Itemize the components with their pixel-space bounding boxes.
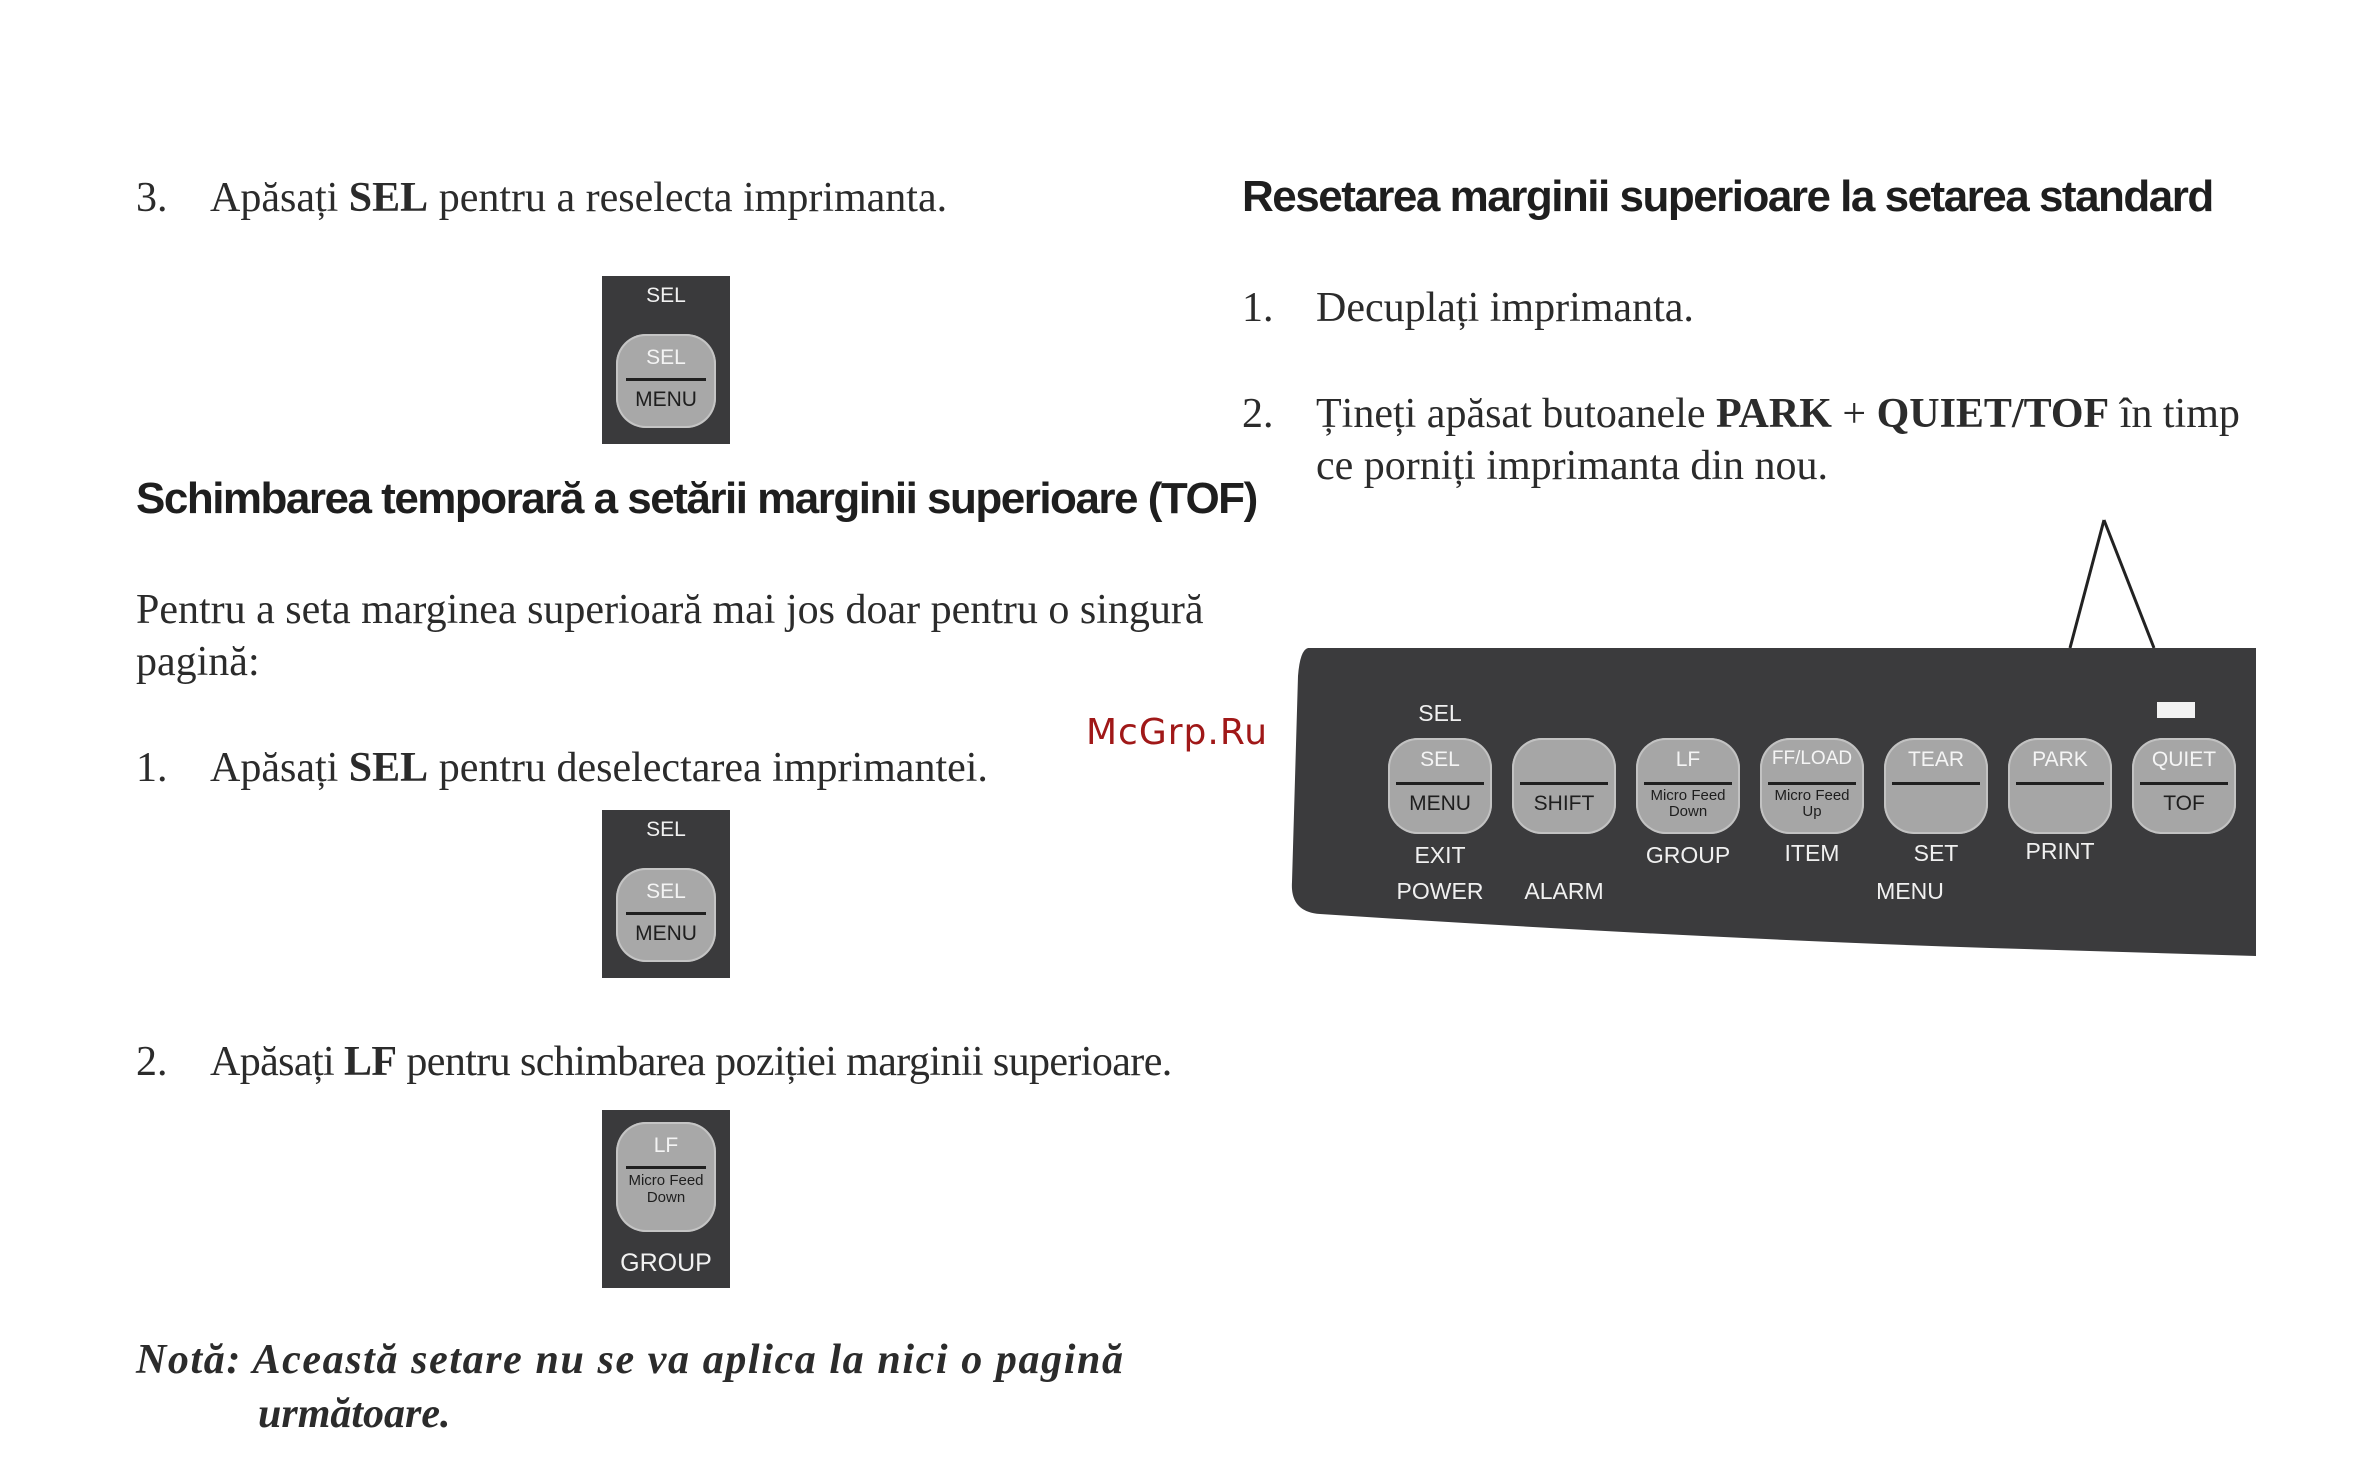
lf-key: LF Micro Feed Down bbox=[616, 1122, 716, 1232]
sel-key: SEL MENU bbox=[616, 868, 716, 962]
label-power: POWER bbox=[1396, 878, 1484, 904]
label-set: SET bbox=[1913, 840, 1959, 866]
note: Notă: Această setare nu se va aplica la … bbox=[136, 1337, 1125, 1437]
heading-tof: Schimbarea temporară a setării marginii … bbox=[136, 474, 1258, 523]
heading-reset: Resetarea marginii superioare la setarea… bbox=[1242, 172, 2214, 221]
label-alarm: ALARM bbox=[1524, 878, 1604, 904]
lf-key-image: LF Micro Feed Down GROUP bbox=[602, 1110, 730, 1288]
quiet-indicator-led bbox=[2157, 702, 2195, 718]
watermark: McGrp.Ru bbox=[1086, 712, 1269, 753]
sel-indicator-label: SEL bbox=[1418, 700, 1462, 726]
label-print: PRINT bbox=[2025, 838, 2095, 864]
sel-key-image-1: SEL SEL MENU bbox=[602, 276, 730, 444]
sel-key-image-2: SEL SEL MENU bbox=[602, 810, 730, 978]
park-button[interactable]: PARK bbox=[2008, 738, 2112, 834]
sel-key: SEL MENU bbox=[616, 334, 716, 428]
sel-menu-button[interactable]: SEL MENU bbox=[1388, 738, 1492, 834]
ff-load-button[interactable]: FF/LOAD Micro Feed Up bbox=[1760, 738, 1864, 834]
label-item: ITEM bbox=[1784, 840, 1840, 866]
label-menu: MENU bbox=[1876, 878, 1944, 904]
quiet-tof-button[interactable]: QUIET TOF bbox=[2132, 738, 2236, 834]
lf-button[interactable]: LF Micro Feed Down bbox=[1636, 738, 1740, 834]
label-group: GROUP bbox=[1645, 842, 1731, 868]
shift-button[interactable]: SHIFT bbox=[1512, 738, 1616, 834]
control-panel: SEL SEL MENU SHIFT LF Micro Feed Down FF… bbox=[1290, 646, 2256, 956]
label-exit: EXIT bbox=[1414, 842, 1466, 868]
tear-button[interactable]: TEAR bbox=[1884, 738, 1988, 834]
intro-paragraph: Pentru a seta marginea superioară mai jo… bbox=[136, 587, 1204, 685]
pointer-lines bbox=[2068, 519, 2156, 649]
